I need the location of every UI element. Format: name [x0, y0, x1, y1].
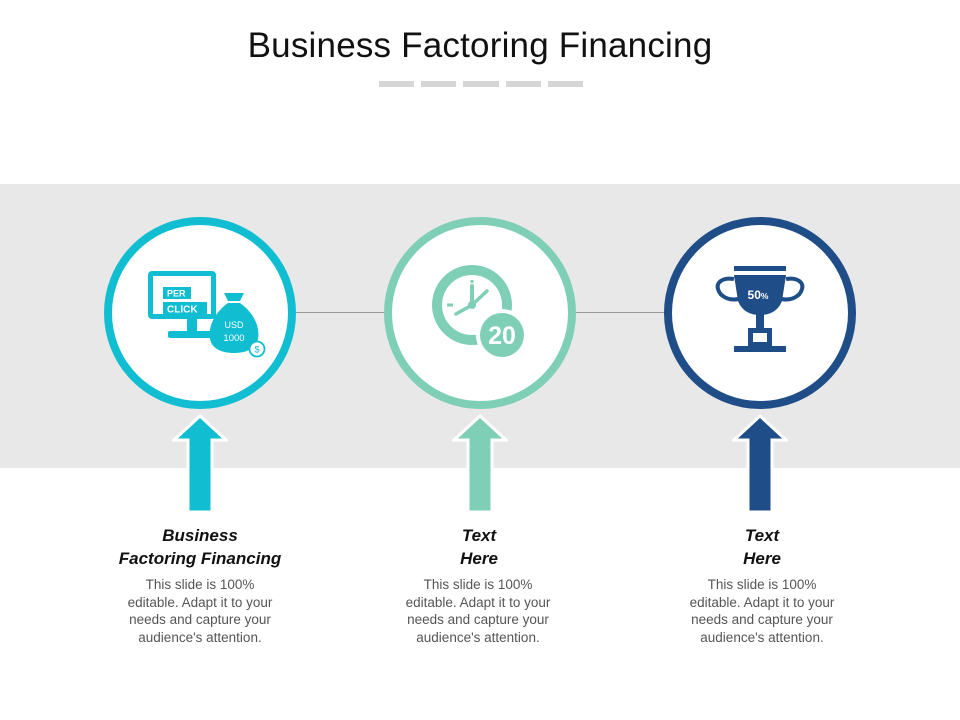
svg-text:1000: 1000	[223, 333, 244, 344]
svg-text:USD: USD	[224, 320, 244, 330]
item-2-title-line2: Here	[460, 549, 498, 568]
desc-line: editable. Adapt it to your	[405, 594, 551, 610]
item-1-title: Business Factoring Financing	[90, 524, 310, 570]
desc-line: editable. Adapt it to your	[127, 594, 273, 610]
item-1-title-line2: Factoring Financing	[118, 549, 282, 568]
item-3-title: Text Here	[652, 524, 872, 570]
desc-line: audience's attention.	[138, 629, 262, 645]
up-arrow-icon-3	[732, 414, 788, 514]
dash	[463, 81, 499, 87]
item-2-description: This slide is 100% editable. Adapt it to…	[388, 576, 568, 646]
desc-line: This slide is 100%	[707, 577, 817, 592]
desc-line: needs and capture your	[129, 612, 271, 627]
circle-item-1: PER CLICK USD 1000 $	[104, 217, 296, 409]
svg-text:$: $	[254, 345, 259, 355]
desc-line: editable. Adapt it to your	[689, 594, 835, 610]
desc-line: needs and capture your	[691, 612, 833, 627]
connector-line-2	[576, 312, 666, 313]
item-3-title-line1: Text	[744, 526, 780, 545]
desc-line: This slide is 100%	[145, 577, 255, 592]
item-2-title: Text Here	[369, 524, 589, 570]
dash	[421, 81, 457, 87]
desc-line: audience's attention.	[700, 629, 824, 645]
item-2-title-line1: Text	[461, 526, 497, 545]
trophy-percent-icon: 50%	[715, 266, 805, 352]
desc-line: audience's attention.	[416, 629, 540, 645]
svg-text:PER: PER	[167, 289, 186, 299]
svg-text:CLICK: CLICK	[167, 305, 198, 316]
svg-text:20: 20	[488, 322, 516, 350]
page-title: Business Factoring Financing	[247, 26, 713, 65]
dash	[505, 81, 541, 87]
item-1-title-line1: Business	[162, 526, 238, 545]
circle-item-2: 20	[384, 217, 576, 409]
pay-per-click-money-bag-icon: PER CLICK USD 1000 $	[148, 271, 266, 358]
desc-line: needs and capture your	[407, 612, 549, 627]
item-1-description: This slide is 100% editable. Adapt it to…	[110, 576, 290, 646]
dash	[547, 81, 584, 87]
svg-text:50%: 50%	[748, 288, 769, 302]
desc-line: This slide is 100%	[423, 577, 533, 592]
up-arrow-icon-2	[452, 414, 508, 514]
connector-line-1	[296, 312, 386, 313]
circle-item-3: 50%	[664, 217, 856, 409]
dash	[379, 81, 415, 87]
item-3-description: This slide is 100% editable. Adapt it to…	[672, 576, 852, 646]
title-underline-dashes	[379, 81, 584, 87]
clock-number-icon: 20	[432, 265, 528, 361]
item-3-title-line2: Here	[743, 549, 781, 568]
up-arrow-icon-1	[172, 414, 228, 514]
